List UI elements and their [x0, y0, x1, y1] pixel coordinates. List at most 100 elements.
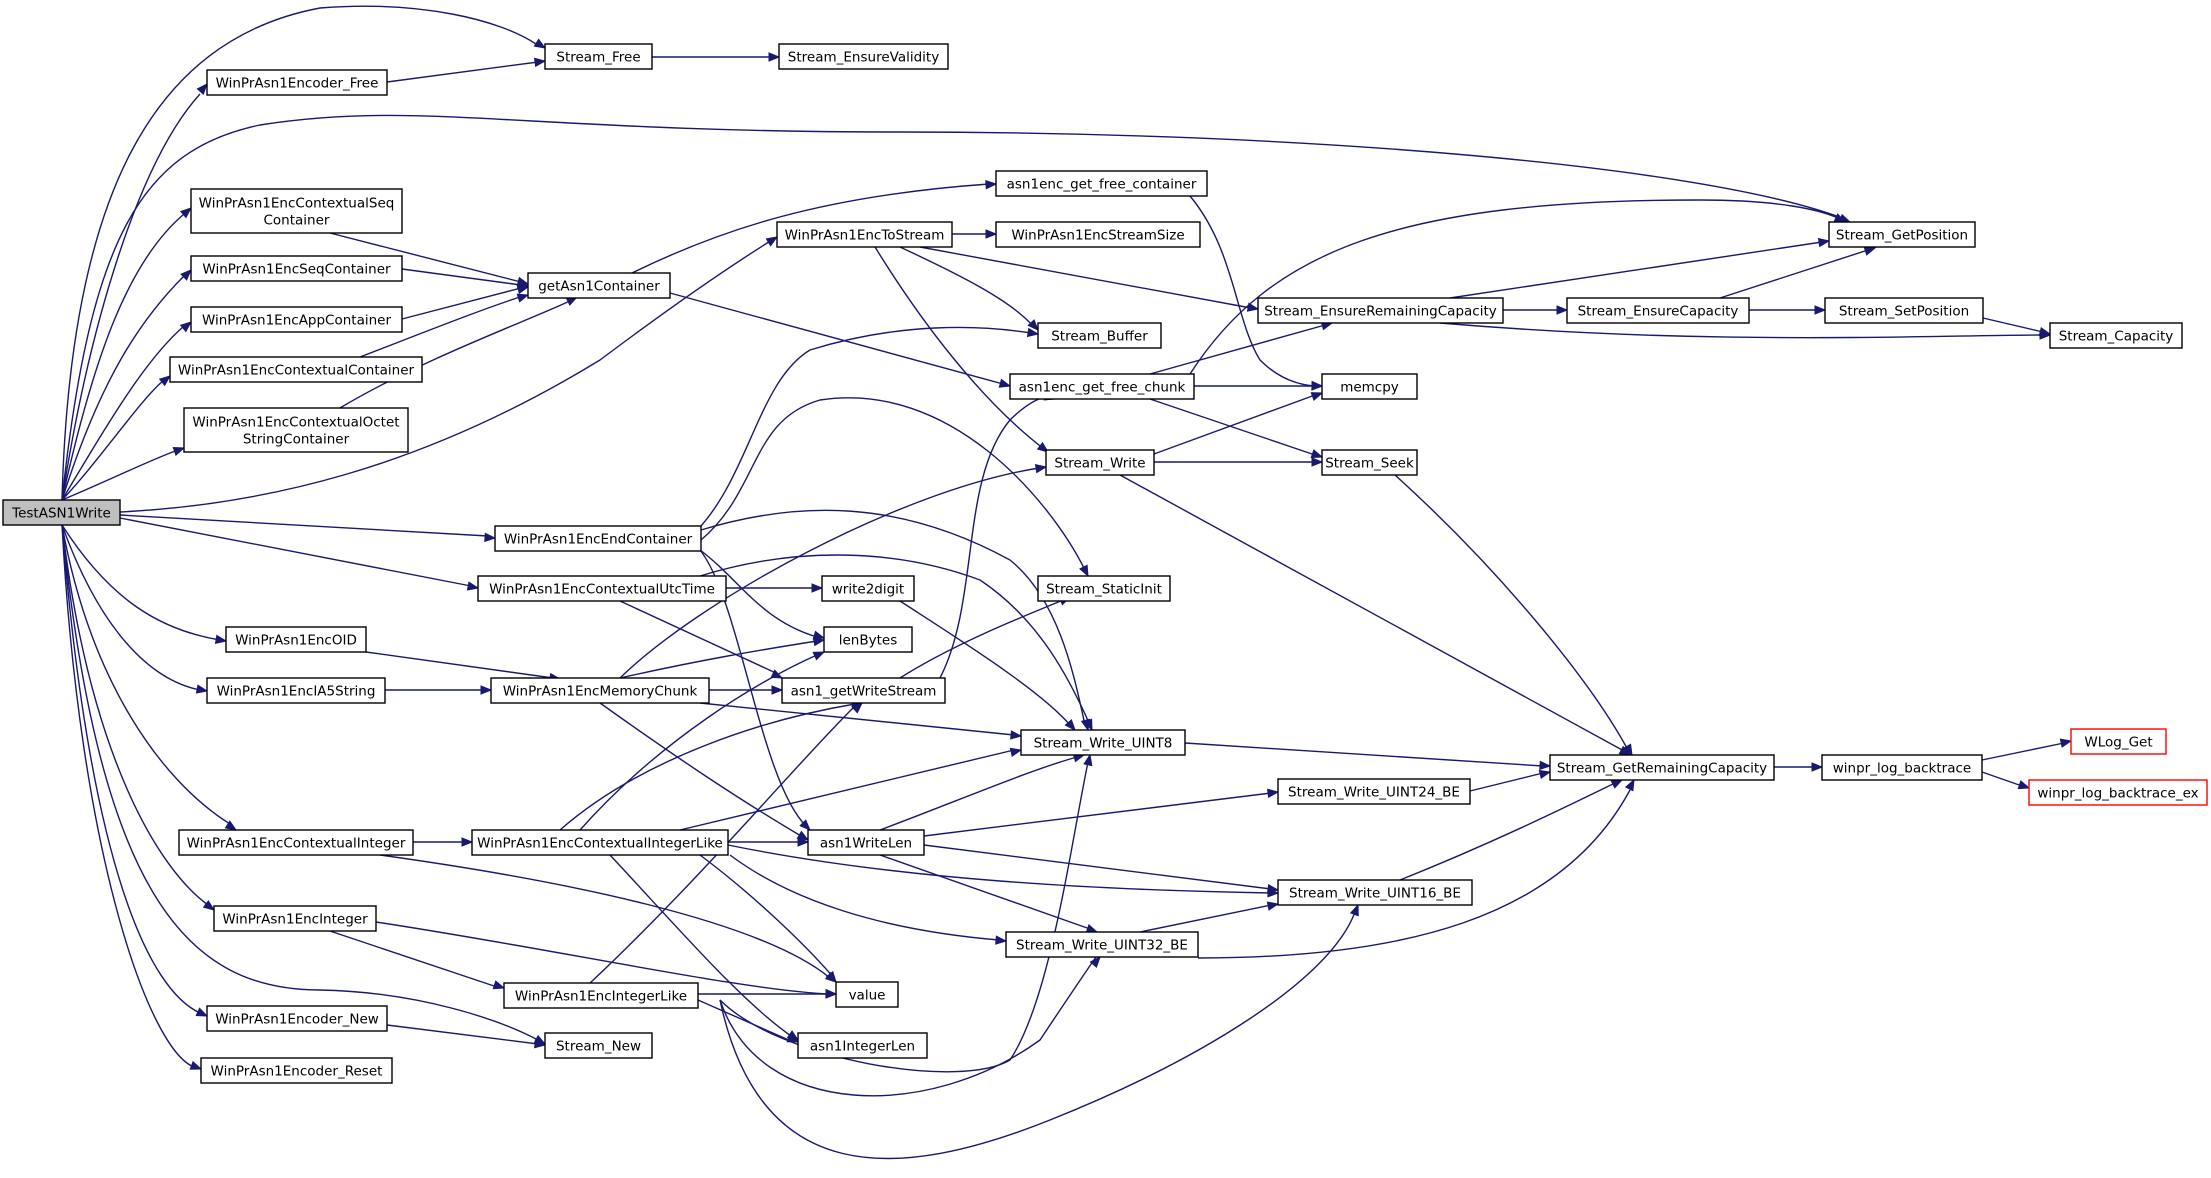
node-seqCont[interactable]: WinPrAsn1EncSeqContainer: [190, 255, 403, 282]
node-appCont[interactable]: WinPrAsn1EncAppContainer: [190, 306, 403, 333]
node-label: WinPrAsn1Encoder_Reset: [211, 1064, 383, 1080]
node-ia5[interactable]: WinPrAsn1EncIA5String: [206, 677, 386, 704]
edge-line: [1981, 742, 2065, 761]
node-label: WinPrAsn1EncEndContainer: [504, 532, 693, 548]
node-backtraceEx[interactable]: winpr_log_backtrace_ex: [2028, 779, 2208, 806]
edge-arrowhead: [533, 38, 547, 49]
node-label: Stream_GetPosition: [1836, 228, 1968, 244]
node-box: [2028, 779, 2208, 806]
node-getWS[interactable]: asn1_getWriteStream: [781, 677, 946, 704]
edge-arrowhead: [851, 702, 863, 714]
node-freeCont[interactable]: asn1enc_get_free_container: [995, 170, 1208, 197]
node-getCont[interactable]: getAsn1Container: [527, 272, 671, 299]
edge-writeLen-to-u24: [923, 788, 1280, 837]
node-label: Stream_EnsureValidity: [788, 50, 939, 66]
node-intLike[interactable]: WinPrAsn1EncContextualIntegerLike: [471, 829, 729, 856]
node-value[interactable]: value: [835, 981, 899, 1008]
node-oid[interactable]: WinPrAsn1EncOID: [225, 626, 367, 653]
node-streamNew[interactable]: Stream_New: [544, 1032, 653, 1059]
node-encReset[interactable]: WinPrAsn1Encoder_Reset: [200, 1057, 393, 1084]
node-ctxOct[interactable]: WinPrAsn1EncContextualOctetStringContain…: [183, 407, 409, 453]
node-label: WinPrAsn1EncInteger: [222, 912, 368, 928]
node-ensRem[interactable]: Stream_EnsureRemainingCapacity: [1257, 297, 1504, 324]
edge-ensCap-to-getPos: [1719, 246, 1877, 299]
edge-root-to-toStream: [119, 236, 779, 513]
edge-ctxCont-to-getCont: [359, 293, 530, 358]
edge-line: [879, 854, 1091, 930]
node-label: Stream_EnsureRemainingCapacity: [1264, 304, 1497, 320]
node-memcpy[interactable]: memcpy: [1321, 373, 1418, 400]
node-endCont[interactable]: WinPrAsn1EncEndContainer: [494, 525, 702, 552]
node-wlog[interactable]: WLog_Get: [2070, 728, 2167, 755]
node-box: [213, 905, 377, 932]
node-sBuffer[interactable]: Stream_Buffer: [1037, 322, 1162, 349]
edge-arrowhead: [985, 229, 998, 239]
node-box: [490, 677, 710, 704]
node-box: [807, 829, 925, 856]
node-label: WinPrAsn1EncAppContainer: [202, 313, 392, 329]
edge-arrowhead: [516, 293, 530, 303]
edge-arrowhead: [995, 935, 1008, 945]
node-label: WinPrAsn1EncContextualSeq: [199, 196, 395, 212]
node-encInt[interactable]: WinPrAsn1EncInteger: [213, 905, 377, 932]
edge-line: [61, 93, 201, 501]
node-ensureValid[interactable]: Stream_EnsureValidity: [778, 43, 949, 70]
node-ensCap[interactable]: Stream_EnsureCapacity: [1566, 297, 1750, 324]
node-setPos[interactable]: Stream_SetPosition: [1824, 297, 1984, 324]
node-box: [190, 255, 403, 282]
node-root[interactable]: TestASN1Write: [2, 499, 121, 526]
node-sSeek[interactable]: Stream_Seek: [1321, 449, 1418, 476]
node-toStream[interactable]: WinPrAsn1EncToStream: [776, 221, 953, 248]
edge-line: [61, 524, 539, 1041]
edge-line: [61, 449, 179, 501]
edge-line: [1153, 394, 1316, 455]
node-label: write2digit: [832, 582, 904, 598]
node-writeLen[interactable]: asn1WriteLen: [807, 829, 925, 856]
node-freeChunk[interactable]: asn1enc_get_free_chunk: [1009, 373, 1195, 400]
edge-line: [1119, 474, 1625, 752]
node-sWrite[interactable]: Stream_Write: [1045, 449, 1155, 476]
node-label: WinPrAsn1EncContextualInteger: [187, 836, 406, 852]
node-encFree[interactable]: WinPrAsn1Encoder_Free: [206, 69, 388, 96]
node-ctxCont[interactable]: WinPrAsn1EncContextualContainer: [169, 356, 423, 383]
edge-intLike-to-u32: [729, 854, 1008, 945]
edge-streamFree-to-ensureValid: [652, 52, 781, 62]
node-box: [190, 306, 403, 333]
node-cap[interactable]: Stream_Capacity: [2049, 322, 2183, 349]
edge-line: [899, 600, 1071, 726]
node-label: asn1WriteLen: [820, 836, 912, 852]
node-lenBytes[interactable]: lenBytes: [823, 626, 913, 653]
edge-u32-to-u16: [1139, 901, 1280, 933]
edge-memChunk-to-lenBytes: [619, 636, 826, 679]
edge-arrowhead: [1349, 903, 1359, 917]
node-u16[interactable]: Stream_Write_UINT16_BE: [1277, 879, 1473, 906]
node-remCap[interactable]: Stream_GetRemainingCapacity: [1549, 754, 1775, 781]
node-u8[interactable]: Stream_Write_UINT8: [1020, 729, 1186, 756]
node-label: asn1_getWriteStream: [791, 684, 937, 700]
node-write2[interactable]: write2digit: [821, 575, 915, 602]
node-label: WinPrAsn1Encoder_Free: [216, 76, 379, 92]
node-streamSize[interactable]: WinPrAsn1EncStreamSize: [995, 221, 1201, 248]
edge-arrowhead: [533, 1038, 547, 1049]
node-memChunk[interactable]: WinPrAsn1EncMemoryChunk: [490, 677, 710, 704]
node-getPos[interactable]: Stream_GetPosition: [1828, 221, 1976, 248]
node-sStatic[interactable]: Stream_StaticInit: [1037, 575, 1171, 602]
node-u32[interactable]: Stream_Write_UINT32_BE: [1005, 931, 1199, 958]
node-u24[interactable]: Stream_Write_UINT24_BE: [1277, 778, 1471, 805]
edge-line: [379, 854, 831, 979]
node-backtrace[interactable]: winpr_log_backtrace: [1821, 754, 1983, 781]
node-box: [1277, 879, 1473, 906]
node-box: [2, 499, 121, 526]
edge-root-to-ia5: [61, 524, 209, 694]
edge-root-to-encReset: [61, 524, 203, 1070]
node-intLen[interactable]: asn1IntegerLen: [797, 1032, 928, 1059]
edge-toStream-to-sBuffer: [899, 246, 1039, 331]
node-streamFree[interactable]: Stream_Free: [544, 43, 653, 70]
node-box: [183, 407, 409, 453]
node-encNew[interactable]: WinPrAsn1Encoder_New: [206, 1005, 388, 1032]
edge-sWrite-to-sSeek: [1154, 457, 1324, 467]
node-utc[interactable]: WinPrAsn1EncContextualUtcTime: [477, 575, 727, 602]
node-encIntLike[interactable]: WinPrAsn1EncIntegerLike: [503, 982, 699, 1009]
node-ctxInt[interactable]: WinPrAsn1EncContextualInteger: [178, 829, 414, 856]
